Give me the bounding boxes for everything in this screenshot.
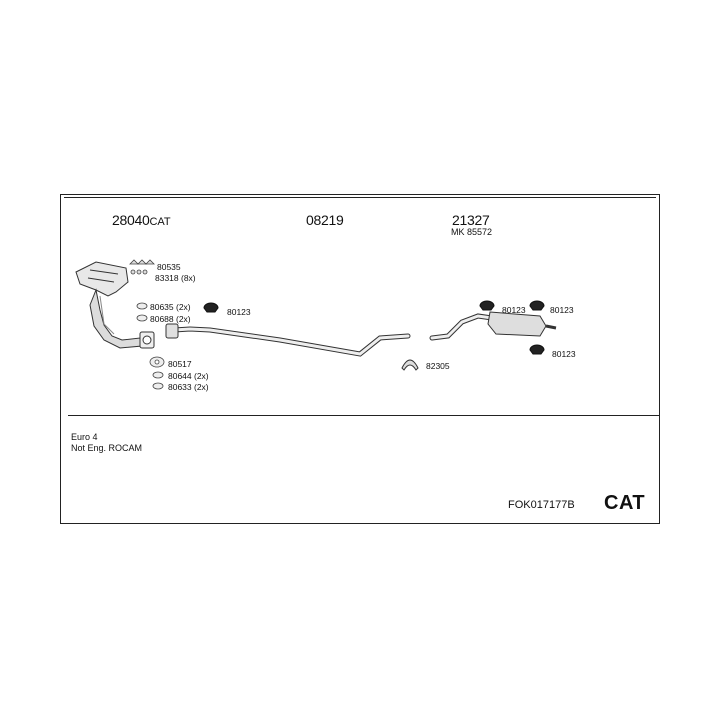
- fitting-label-83318: 83318 (8x): [155, 273, 196, 283]
- rear-silencer-drawing: [429, 311, 557, 341]
- diagram-frame: [60, 194, 660, 524]
- mk-reference: MK 85572: [451, 227, 493, 237]
- fitting-label-80123-rear-right: 80123: [550, 305, 574, 315]
- fitting-label-80535: 80535: [157, 262, 181, 272]
- fitting-label-80517: 80517: [168, 359, 192, 369]
- middle-pipe-drawing: [165, 323, 411, 357]
- catalyst-suffix: CAT: [149, 216, 171, 228]
- rear-silencer-part-number: 21327: [452, 212, 490, 228]
- catalyst-manifold-drawing: [75, 261, 155, 349]
- middle-pipe-part-number: 08219: [306, 212, 344, 228]
- fitting-label-80633: 80633 (2x): [168, 382, 209, 392]
- fitting-label-80635: 80635 (2x): [150, 302, 191, 312]
- stud-set-drawing: [129, 259, 155, 275]
- hanger-drawings: [203, 300, 545, 355]
- fitting-label-80123-rear-lower: 80123: [552, 349, 576, 359]
- fitting-label-80644: 80644 (2x): [168, 371, 209, 381]
- cat-badge: CAT: [604, 492, 646, 514]
- fitting-label-80123-rear-left: 80123: [502, 305, 526, 315]
- kit-code: FOK017177B: [508, 499, 575, 511]
- catalyst-part-number: 28040: [112, 212, 150, 228]
- fitting-label-80688: 80688 (2x): [150, 314, 191, 324]
- washer-set-drawing: [136, 302, 165, 390]
- clamp-drawing: [401, 359, 419, 371]
- frame-inner-top-line: [64, 197, 656, 198]
- catalyst-part-label: 28040CAT: [112, 212, 171, 230]
- note-engine: Not Eng. ROCAM: [71, 443, 143, 453]
- note-euro: Euro 4: [71, 432, 98, 442]
- fitting-label-80123-front: 80123: [227, 307, 251, 317]
- notes-divider: [68, 415, 660, 416]
- fitting-label-82305: 82305: [426, 361, 450, 371]
